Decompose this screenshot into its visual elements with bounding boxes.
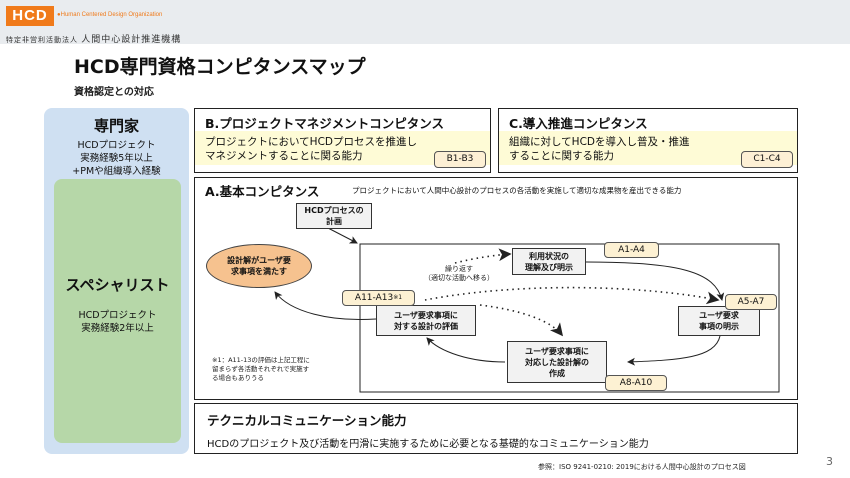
specialist-line: HCDプロジェクト (78, 310, 157, 321)
competency-c-panel: C.導入推進コンピタンス 組織に対してHCDを導入し普及・推進 することに関する… (498, 108, 798, 173)
org-title: 人間中心設計推進機構 (81, 35, 182, 45)
footnote-line: ※1：A11-13の評価は上記工程に (212, 356, 310, 364)
tag-design: A8-A10 (605, 375, 667, 391)
expert-title: 専門家 (93, 117, 139, 135)
desc-line: マネジメントすることに関る能力 (205, 150, 363, 162)
node-line: 求事項を満たす (231, 267, 287, 276)
competency-b-panel: B.プロジェクトマネジメントコンピタンス プロジェクトにおいてHCDプロセスを推… (194, 108, 491, 173)
competency-b-desc: プロジェクトにおいてHCDプロセスを推進し マネジメントすることに関る能力 (205, 135, 417, 163)
expert-line: +PMや組織導入経験 (72, 166, 161, 177)
node-context-of-use: 利用状況の理解及び明示 (512, 248, 586, 275)
footnote-line: 留まらず各活動それぞれで実施す (212, 365, 310, 373)
tag-evaluate-footnote: ※1 (393, 294, 403, 301)
node-line: ユーザ要求事項に (525, 346, 589, 356)
competency-b-code: B1-B3 (434, 151, 486, 168)
org-prefix: 特定非営利活動法人 (6, 36, 78, 44)
tag-evaluate: A11-A13※1 (342, 290, 415, 306)
desc-line: プロジェクトにおいてHCDプロセスを推進し (205, 136, 417, 148)
specialist-line: 実務経験2年以上 (81, 323, 154, 334)
tag-evaluate-text: A11-A13 (354, 293, 394, 303)
node-line: ユーザ要求事項に (394, 310, 458, 320)
reference-note: 参照：ISO 9241-0210: 2019における人間中心設計のプロセス図 (538, 463, 746, 471)
node-user-requirements: ユーザ要求事項の明示 (678, 306, 760, 336)
node-goal: 設計解がユーザ要求事項を満たす (206, 244, 312, 288)
competency-c-desc: 組織に対してHCDを導入し普及・推進 することに関する能力 (509, 135, 690, 163)
node-line: ユーザ要求 (699, 311, 739, 320)
competency-c-code: C1-C4 (741, 151, 793, 168)
node-line: 事項の明示 (699, 322, 739, 331)
node-line: 対応した設計解の (525, 357, 589, 367)
node-line: 作成 (549, 368, 565, 378)
competency-a-desc: プロジェクトにおいて人間中心設計のプロセスの各活動を実施して適切な成果物を産出で… (352, 186, 682, 195)
expert-line: HCDプロジェクト (77, 140, 156, 151)
hcd-logo: HCD (6, 6, 54, 26)
node-hcd-planning: HCDプロセスの計画 (296, 203, 372, 229)
page-number: 3 (826, 455, 833, 468)
technical-communication-desc: HCDのプロジェクト及び活動を円滑に実施するために必要となる基礎的なコミュニケー… (207, 439, 649, 450)
specialist-requirements: HCDプロジェクト 実務経験2年以上 (54, 309, 181, 335)
page-subtitle: 資格認定との対応 (74, 87, 154, 98)
tag-requirements: A5-A7 (725, 294, 777, 310)
logo-tagline: ●Human Centered Design Organization (57, 12, 163, 18)
header-band (0, 0, 850, 44)
page-title: HCD専門資格コンピタンスマップ (74, 56, 366, 78)
technical-communication-title: テクニカルコミュニケーション能力 (207, 413, 407, 428)
node-design-solution: ユーザ要求事項に対応した設計解の作成 (507, 341, 607, 383)
footnote: ※1：A11-13の評価は上記工程に 留まらず各活動それぞれで実施す る場合もあ… (212, 356, 310, 383)
org-name: 特定非営利活動法人 人間中心設計推進機構 (6, 32, 181, 45)
node-line: 対する設計の評価 (394, 321, 458, 331)
specialist-column (54, 179, 181, 443)
desc-line: 組織に対してHCDを導入し普及・推進 (509, 136, 690, 148)
iterate-line: （適切な活動へ移る） (424, 274, 494, 282)
competency-a-title: A.基本コンピタンス (205, 184, 320, 199)
expert-line: 実務経験5年以上 (80, 153, 153, 164)
footnote-line: る場合もありうる (212, 374, 264, 382)
iterate-label: 繰り返す （適切な活動へ移る） (424, 265, 494, 283)
technical-communication-panel: テクニカルコミュニケーション能力 HCDのプロジェクト及び活動を円滑に実施するた… (194, 403, 798, 454)
node-evaluate-design: ユーザ要求事項に対する設計の評価 (376, 305, 476, 336)
competency-c-title: C.導入推進コンピタンス (509, 116, 648, 131)
node-line: 計画 (326, 217, 342, 226)
iterate-line: 繰り返す (445, 265, 473, 273)
competency-b-title: B.プロジェクトマネジメントコンピタンス (205, 116, 445, 131)
node-line: HCDプロセスの (304, 206, 364, 215)
node-line: 利用状況の (529, 251, 569, 261)
specialist-title: スペシャリスト (65, 276, 170, 294)
desc-line: することに関する能力 (509, 150, 614, 162)
tag-context: A1-A4 (604, 242, 659, 258)
node-line: 理解及び明示 (525, 262, 573, 272)
node-line: 設計解がユーザ要 (227, 256, 291, 265)
expert-requirements: HCDプロジェクト 実務経験5年以上 +PMや組織導入経験 (44, 139, 189, 178)
